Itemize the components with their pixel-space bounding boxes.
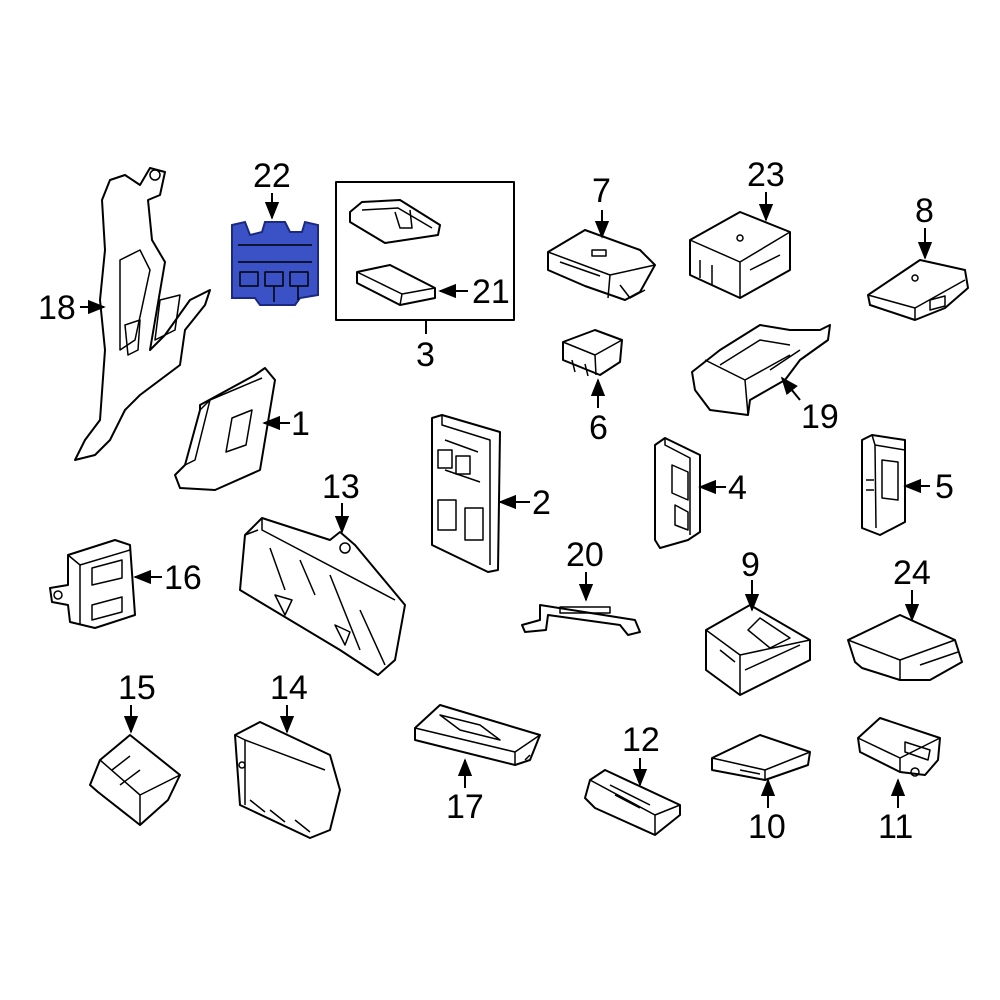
callout-8: 8 (915, 192, 934, 230)
callout-7: 7 (592, 172, 611, 210)
callout-22: 22 (253, 157, 291, 195)
callout-11: 11 (878, 808, 913, 846)
part-16-module[interactable] (49, 539, 136, 629)
part-7-module[interactable] (547, 229, 656, 301)
callout-3: 3 (416, 336, 435, 374)
callout-1: 1 (291, 405, 310, 443)
part-19-tray[interactable] (691, 324, 831, 416)
part-9-module[interactable] (705, 604, 811, 696)
part-2-fuse-box[interactable] (431, 414, 501, 573)
callout-23: 23 (747, 156, 785, 194)
callout-20: 20 (566, 536, 604, 574)
callout-18: 18 (38, 289, 76, 327)
leader-19 (780, 376, 801, 401)
callout-6: 6 (589, 409, 608, 447)
part-21-filter[interactable] (356, 264, 436, 306)
callout-2: 2 (532, 484, 551, 522)
callout-21: 21 (472, 273, 510, 311)
callout-15: 15 (118, 669, 156, 707)
callout-10: 10 (748, 808, 786, 846)
part-17-module[interactable] (414, 704, 541, 766)
part-8-bracket[interactable] (867, 259, 969, 321)
callout-24: 24 (893, 554, 931, 592)
callout-9: 9 (741, 546, 760, 584)
part-6-module[interactable] (562, 329, 623, 377)
part-14-control-unit[interactable] (234, 721, 341, 839)
part-4-module[interactable] (654, 437, 701, 549)
part-15-module[interactable] (89, 734, 181, 826)
part-20-bracket[interactable] (521, 604, 641, 636)
callout-4: 4 (728, 469, 747, 507)
part-3-cover[interactable] (349, 199, 441, 244)
callout-17: 17 (446, 788, 484, 826)
part-1-control-unit[interactable] (174, 367, 276, 491)
part-11-module[interactable] (857, 717, 941, 777)
part-22-body (231, 220, 319, 306)
callout-19: 19 (801, 398, 839, 436)
callout-12: 12 (622, 721, 660, 759)
callout-16: 16 (164, 559, 202, 597)
part-22-module[interactable] (231, 220, 319, 306)
callout-13: 13 (322, 468, 360, 506)
callout-5: 5 (935, 468, 954, 506)
part-13-control-unit[interactable] (239, 517, 406, 676)
part-10-module[interactable] (711, 734, 811, 781)
part-24-cover[interactable] (847, 614, 963, 681)
part-23-module[interactable] (689, 211, 791, 299)
part-12-module[interactable] (584, 769, 681, 836)
part-18-bracket[interactable] (74, 167, 211, 461)
part-5-module[interactable] (861, 434, 906, 536)
callout-14: 14 (270, 669, 308, 707)
